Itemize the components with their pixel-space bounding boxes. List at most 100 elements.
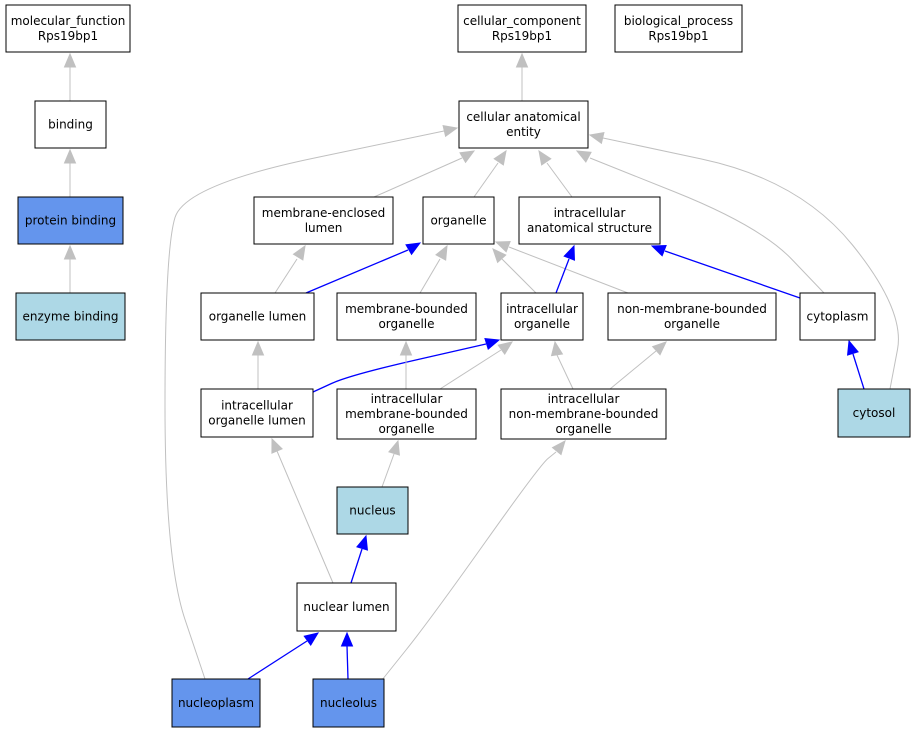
node-label: organelle — [514, 317, 570, 331]
edge-arrowhead — [588, 131, 605, 145]
edge-is-a — [271, 437, 334, 584]
node-label: Rps19bp1 — [38, 29, 98, 43]
edge-arrowhead — [442, 124, 459, 138]
edge-arrowhead — [575, 150, 592, 163]
node-label: cellular_component — [463, 14, 581, 28]
node-binding[interactable]: binding — [34, 100, 107, 149]
edge-line — [555, 258, 570, 294]
node-box — [500, 292, 584, 341]
node-label: membrane-enclosed — [262, 206, 386, 220]
node-cytoplasm[interactable]: cytoplasm — [799, 292, 876, 341]
edge-line — [381, 453, 395, 488]
edge-arrowhead — [492, 248, 507, 264]
node-box — [253, 196, 394, 245]
node-label: cellular anatomical — [466, 110, 580, 124]
node-box — [607, 292, 777, 341]
edge-layer — [63, 52, 899, 681]
node-label: molecular_function — [11, 14, 126, 28]
edge-line — [852, 353, 865, 390]
node-box — [34, 100, 107, 149]
edge-line — [589, 157, 825, 294]
node-label: organelle — [555, 422, 611, 436]
node-label: non-membrane-bounded — [617, 302, 767, 316]
edge-arrowhead — [538, 149, 552, 166]
node-label: lumen — [305, 221, 343, 235]
node-nucleolus[interactable]: nucleolus — [312, 678, 385, 728]
edge-arrowhead — [399, 340, 413, 356]
edge-line — [664, 250, 801, 299]
node-nuclear-lumen[interactable]: nuclear lumen — [296, 582, 397, 632]
edge-arrowhead — [292, 244, 306, 261]
node-box — [336, 486, 409, 535]
node-box — [458, 100, 589, 149]
node-cytosol[interactable]: cytosol — [837, 388, 911, 438]
node-label: organelle — [664, 317, 720, 331]
edge-arrowhead — [494, 241, 511, 253]
node-label: organelle lumen — [208, 414, 306, 428]
edge-line — [609, 350, 657, 390]
edge-is-a — [575, 150, 825, 294]
node-nucleus[interactable]: nucleus — [336, 486, 409, 535]
node-box — [296, 582, 397, 632]
edge-line — [419, 258, 441, 294]
edge-is-a — [515, 52, 529, 101]
edge-is-a — [63, 244, 77, 293]
edge-line — [439, 349, 502, 390]
node-intracellular-non-membrane-bounded-organelle[interactable]: intracellularnon-membrane-boundedorganel… — [500, 388, 667, 440]
edge-is-a — [164, 124, 459, 680]
node-label: nuclear lumen — [303, 600, 389, 614]
edge-is-a — [373, 150, 476, 198]
node-box — [518, 196, 661, 245]
edge-line — [247, 640, 308, 680]
edge-arrowhead — [340, 631, 354, 647]
edge-is-a — [538, 149, 573, 198]
edge-is-a — [63, 52, 77, 101]
node-protein-binding[interactable]: protein binding — [17, 196, 124, 245]
edge-line — [312, 343, 487, 393]
edge-part-of — [312, 337, 501, 393]
node-label: cytosol — [853, 406, 896, 420]
node-enzyme-binding[interactable]: enzyme binding — [15, 292, 126, 341]
node-nucleoplasm[interactable]: nucleoplasm — [171, 678, 261, 728]
edge-line — [346, 645, 349, 680]
edge-line — [501, 258, 537, 294]
edge-is-a — [494, 241, 629, 294]
edge-line — [164, 130, 445, 680]
node-label: intracellular — [506, 302, 578, 316]
node-label: intracellular — [554, 206, 626, 220]
node-label: protein binding — [25, 214, 116, 228]
node-label: organelle — [378, 317, 434, 331]
edge-arrowhead — [551, 440, 566, 456]
node-organelle[interactable]: organelle — [422, 196, 495, 245]
node-label: organelle lumen — [209, 310, 307, 324]
node-box — [15, 292, 126, 341]
node-box — [171, 678, 261, 728]
node-box — [17, 196, 124, 245]
edge-line — [473, 162, 499, 198]
node-organelle-lumen[interactable]: organelle lumen — [200, 292, 315, 341]
edge-part-of — [350, 534, 369, 584]
edge-is-a — [274, 244, 306, 294]
node-box — [500, 388, 667, 440]
edge-is-a — [473, 149, 507, 198]
node-label: anatomical structure — [527, 221, 652, 235]
edge-line — [381, 451, 557, 681]
node-label: cytoplasm — [807, 310, 869, 324]
node-box — [457, 4, 587, 53]
edge-part-of — [650, 245, 801, 299]
edge-arrowhead — [493, 149, 507, 166]
node-box — [312, 678, 385, 728]
